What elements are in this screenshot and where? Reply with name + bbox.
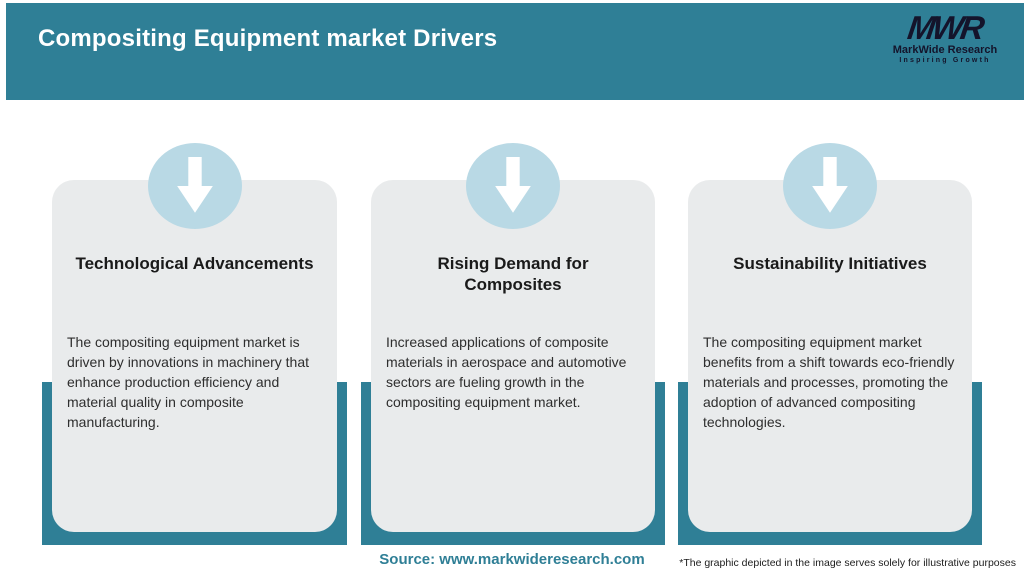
down-arrow-icon — [466, 143, 560, 229]
page-title: Compositing Equipment market Drivers — [38, 25, 498, 52]
card-title: Technological Advancements — [75, 254, 314, 273]
logo-company-name: MarkWide Research — [892, 44, 998, 56]
logo-monogram: MWR — [905, 9, 985, 46]
logo-tagline: Inspiring Growth — [899, 57, 991, 64]
down-arrow-icon — [783, 143, 877, 229]
driver-card: Technological Advancements The compositi… — [52, 180, 337, 532]
driver-card-group-2: Rising Demand for Composites Increased a… — [361, 140, 665, 546]
driver-card-group-3: Sustainability Initiatives The compositi… — [678, 140, 982, 546]
card-title: Sustainability Initiatives — [733, 254, 927, 273]
down-arrow-icon — [147, 143, 242, 229]
card-description: The compositing equipment market benefit… — [703, 334, 955, 430]
card-description: Increased applications of composite mate… — [386, 334, 627, 410]
header-bar: Compositing Equipment market Drivers MWR… — [6, 3, 1024, 100]
driver-card-group-1: Technological Advancements The compositi… — [42, 140, 347, 546]
card-description: The compositing equipment market is driv… — [67, 334, 310, 430]
driver-card: Sustainability Initiatives The compositi… — [688, 180, 972, 532]
source-text: Source: www.markwideresearch.com — [379, 551, 645, 568]
disclaimer-text: *The graphic depicted in the image serve… — [679, 557, 1016, 569]
card-title: Rising Demand for Composites — [437, 254, 589, 294]
brand-logo: MWR MarkWide Research Inspiring Growth — [880, 9, 1010, 64]
driver-card: Rising Demand for Composites Increased a… — [371, 180, 655, 532]
